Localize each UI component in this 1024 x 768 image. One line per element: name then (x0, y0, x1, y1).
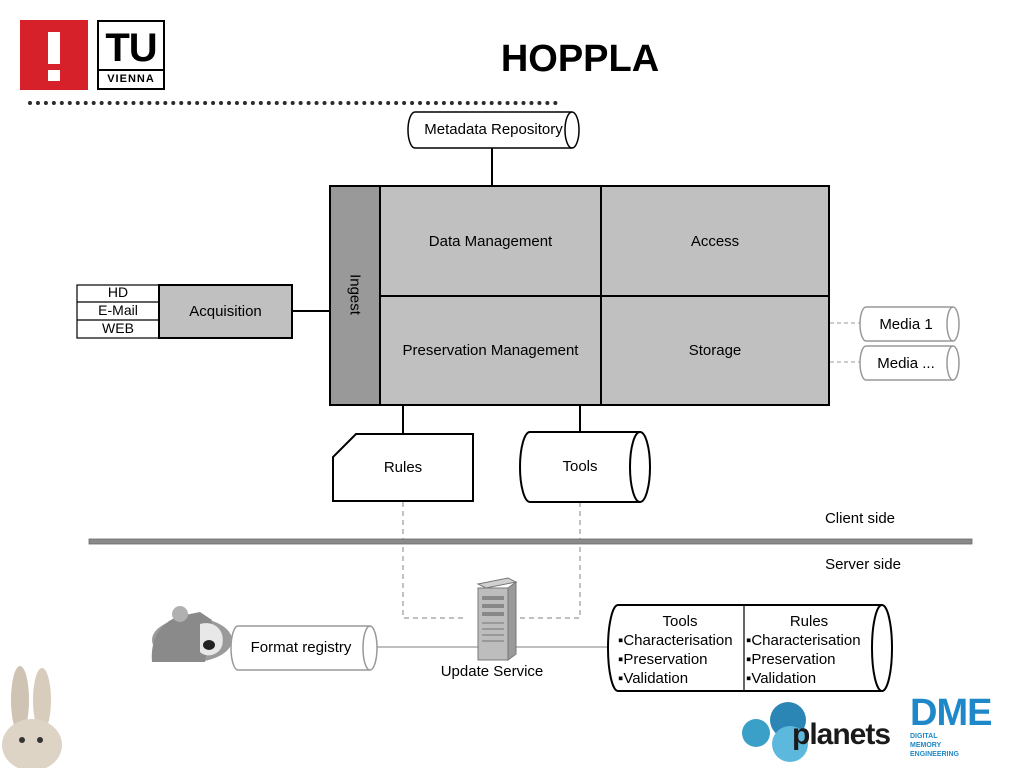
preservation-management-label: Preservation Management (402, 342, 579, 359)
planets-logo-icon (742, 702, 808, 762)
tools-shape (519, 431, 651, 503)
storage-label: Storage (688, 342, 742, 359)
tu-logo-text: TU (105, 26, 157, 70)
format-registry-label: Format registry (250, 639, 352, 656)
media-2-shape (859, 345, 960, 381)
metadata-repository-shape (407, 111, 580, 149)
ingest-box (329, 185, 381, 406)
exclamation-icon (48, 32, 60, 81)
update-service-label: Update Service (440, 663, 544, 680)
source-hd: HD (107, 284, 129, 300)
format-registry-shape (230, 625, 378, 671)
dme-tagline: DIGITAL MEMORY ENGINEERING (910, 732, 1016, 759)
tu-exclamation-logo (20, 20, 88, 90)
server-tools-item: ▪Validation (618, 670, 689, 687)
planets-logo-text: planets (792, 718, 891, 751)
server-tools-item: ▪Preservation (618, 651, 708, 668)
media-1-label: Media 1 (879, 316, 933, 333)
rules-update-link (402, 502, 466, 619)
dme-tagline-digital: DIGITAL (910, 733, 938, 740)
data-management-label: Data Management (428, 232, 553, 250)
server-tools-item: ▪Characterisation (618, 632, 733, 649)
acquisition-label: Acquisition (189, 303, 262, 320)
source-email: E-Mail (98, 302, 138, 318)
client-side-label: Client side (824, 510, 896, 527)
rules-shape (332, 433, 474, 502)
metadata-repository-label: Metadata Repository (424, 121, 563, 138)
server-icon (476, 577, 518, 661)
tu-vienna-logo: TU VIENNA (97, 20, 165, 90)
server-rules-item: ▪Characterisation (746, 632, 861, 649)
tools-label: Tools (562, 458, 598, 475)
acquisition-box (158, 284, 293, 339)
server-side-label: Server side (825, 556, 901, 573)
server-rules-item: ▪Validation (746, 670, 817, 687)
server-tools-section: Tools ▪Characterisation ▪Preservation ▪V… (618, 612, 742, 688)
bunny-mascot-icon (2, 666, 62, 768)
bear-mascot-icon (151, 606, 232, 662)
server-store-shape (607, 604, 893, 692)
title-dotted-divider (28, 101, 558, 109)
access-label: Access (690, 232, 740, 250)
server-rules-section: Rules ▪Characterisation ▪Preservation ▪V… (746, 612, 872, 688)
tools-update-link (516, 502, 581, 619)
dme-logo: DME DIGITAL MEMORY ENGINEERING (910, 694, 1016, 764)
ingest-label: Ingest (346, 274, 364, 315)
dme-logo-text: DME (910, 692, 992, 734)
tu-logo-subtext: VIENNA (99, 69, 163, 85)
page-title: HOPPLA (500, 38, 660, 80)
dme-tagline-memory: MEMORY (910, 742, 942, 749)
rules-label: Rules (383, 459, 423, 476)
server-tools-title: Tools (662, 613, 698, 630)
media-2-label: Media ... (877, 355, 935, 372)
server-rules-item: ▪Preservation (746, 651, 836, 668)
client-server-separator (88, 538, 973, 545)
media-1-shape (859, 306, 960, 342)
dme-tagline-engineering: ENGINEERING (910, 751, 960, 758)
source-web: WEB (102, 320, 134, 336)
server-rules-title: Rules (789, 613, 829, 630)
sources-box (76, 284, 160, 339)
